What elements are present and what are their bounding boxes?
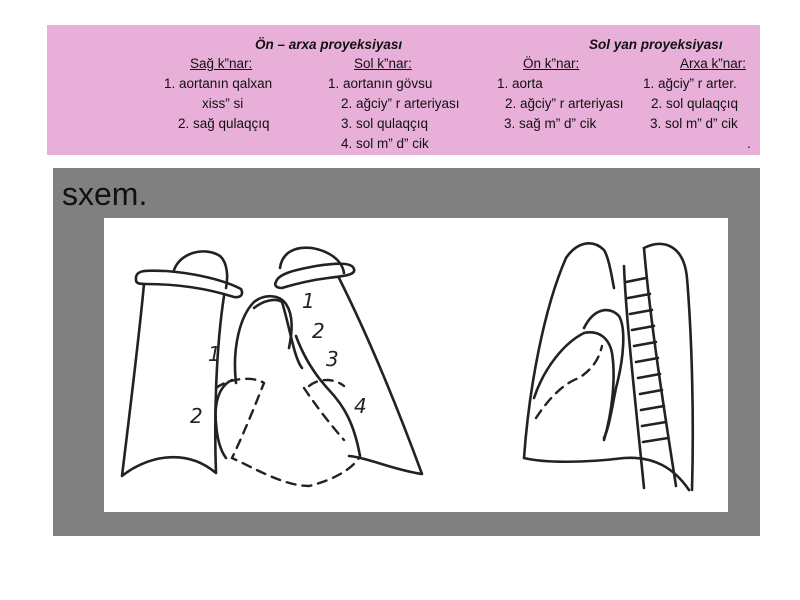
back-edge xyxy=(642,242,695,492)
right-lung-outline xyxy=(120,282,226,478)
label-left-3: 3 xyxy=(326,347,339,371)
spine-front xyxy=(622,264,646,490)
left-item: 2. ağciy” r arteriyası xyxy=(341,96,460,111)
front-back-title: Ön – arxa proyeksiyası xyxy=(255,37,403,52)
left-item: 4. sol m” d” cik xyxy=(341,136,429,151)
back-item: . xyxy=(747,136,751,151)
left-edges-heading: Sol k”nar: xyxy=(354,56,412,71)
heart-projection-drawing: 1 2 1 2 3 4 xyxy=(104,218,728,512)
label-right-1: 1 xyxy=(208,342,221,366)
front-item: 3. sağ m” d” cik xyxy=(504,116,597,131)
label-left-1: 1 xyxy=(302,289,315,313)
front-edges-heading: Ön k”nar: xyxy=(523,56,580,71)
label-left-2: 2 xyxy=(312,319,325,343)
right-heart-border xyxy=(214,378,234,460)
side-lung-outline xyxy=(522,242,616,460)
side-heart-outline xyxy=(532,331,615,442)
back-item: 3. sol m” d” cik xyxy=(650,116,738,131)
front-item: 2. ağciy” r arteriyası xyxy=(505,96,624,111)
back-item: 2. sol qulaqçıq xyxy=(651,96,739,111)
left-item: 3. sol qulaqçıq xyxy=(341,116,429,131)
right-item: 1. aortanın qalxan xyxy=(164,76,273,91)
left-item: 1. aortanın gövsu xyxy=(328,76,433,91)
legend-box: Ön – arxa proyeksiyası Sol yan proyeksiy… xyxy=(47,25,760,155)
label-right-2: 2 xyxy=(190,404,203,428)
aorta-arch xyxy=(233,294,293,385)
heart-sketch: 1 2 1 2 3 4 xyxy=(120,242,695,492)
panel-title: sxem. xyxy=(62,176,148,212)
back-item: 1. ağciy” r arter. xyxy=(643,76,737,91)
front-item: 1. aorta xyxy=(497,76,543,91)
side-aorta-arch xyxy=(582,308,625,440)
right-item: 2. sağ qulaqçıq xyxy=(178,116,270,131)
left-lung-outline xyxy=(337,276,424,476)
right-clavicle xyxy=(134,269,244,299)
left-heart-border xyxy=(294,334,362,458)
ventricle-dash xyxy=(302,378,346,442)
side-lung-base xyxy=(522,456,691,492)
right-edges-heading: Sağ k”nar: xyxy=(190,56,253,71)
left-lung-apex xyxy=(278,246,346,275)
right-lung-apex xyxy=(172,250,229,290)
side-heart-dash xyxy=(534,344,604,420)
back-edges-heading: Arxa k”nar: xyxy=(680,56,747,71)
spine-back xyxy=(642,246,678,488)
right-item: xiss” si xyxy=(202,96,244,111)
label-left-4: 4 xyxy=(354,394,367,418)
rib-lines xyxy=(624,276,670,444)
left-side-title: Sol yan proyeksiyası xyxy=(589,37,723,52)
pulmonary-trunk xyxy=(252,298,304,370)
left-clavicle xyxy=(273,262,356,290)
heart-inner-dash xyxy=(214,377,362,488)
